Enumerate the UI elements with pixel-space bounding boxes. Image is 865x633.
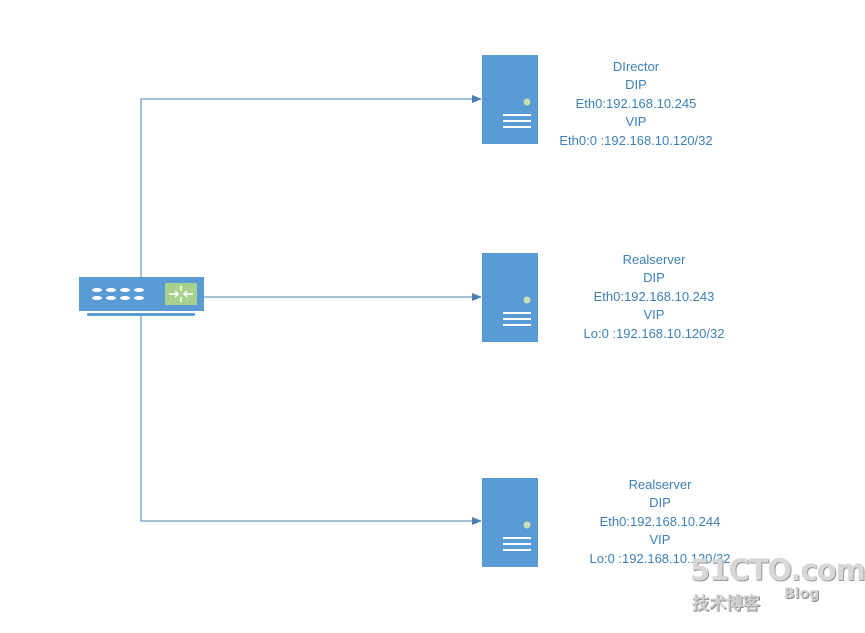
server-icon <box>482 478 538 567</box>
node-title: Realserver <box>622 252 686 267</box>
diagram-canvas <box>79 55 538 567</box>
network-switch-icon <box>79 277 204 316</box>
server-icon <box>482 55 538 144</box>
connector-to-director <box>140 95 482 277</box>
watermark-blog: Blog <box>784 586 820 602</box>
vip-label: VIP <box>643 307 665 323</box>
dip-label: DIP <box>649 495 671 511</box>
network-diagram: DIrector DIP Eth0:192.168.10.245 VIP Eth… <box>79 55 865 623</box>
watermark: 51CTO.com 技术博客 Blog <box>690 553 865 623</box>
node-title: Realserver <box>628 477 692 492</box>
vip-address: Lo:0 :192.168.10.120/32 <box>589 550 731 566</box>
connector-to-realserver-2 <box>140 313 482 525</box>
dip-label: DIP <box>625 77 647 93</box>
watermark-subtitle: 技术博客 <box>692 594 760 614</box>
realserver-2-label: Realserver DIP Eth0:192.168.10.244 VIP L… <box>540 476 780 568</box>
vip-address: Eth0:0 :192.168.10.120/32 <box>559 132 713 148</box>
realserver-1-label: Realserver DIP Eth0:192.168.10.243 VIP L… <box>534 251 774 343</box>
watermark-logo: 51CTO.com <box>690 553 865 587</box>
vip-label: VIP <box>625 114 647 130</box>
dip-address: Eth0:192.168.10.244 <box>599 513 721 529</box>
server-icon <box>482 253 538 342</box>
vip-label: VIP <box>649 532 671 548</box>
director-label: DIrector DIP Eth0:192.168.10.245 VIP Eth… <box>516 58 756 150</box>
dip-label: DIP <box>643 270 665 286</box>
node-title: DIrector <box>612 59 660 74</box>
vip-address: Lo:0 :192.168.10.120/32 <box>583 325 725 341</box>
dip-address: Eth0:192.168.10.245 <box>575 95 697 111</box>
dip-address: Eth0:192.168.10.243 <box>593 288 715 304</box>
